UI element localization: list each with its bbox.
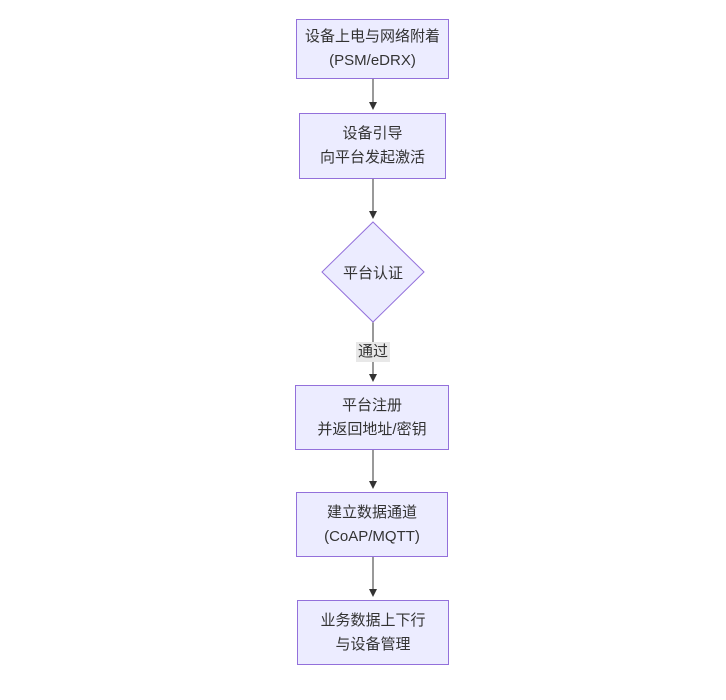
node-data-channel: 建立数据通道 (CoAP/MQTT) xyxy=(296,492,448,557)
node-text-line: 设备上电与网络附着 xyxy=(304,28,440,45)
node-power-attach: 设备上电与网络附着 (PSM/eDRX) xyxy=(296,19,449,79)
node-platform-register: 平台注册 并返回地址/密钥 xyxy=(295,385,449,450)
node-text-line: (CoAP/MQTT) xyxy=(324,527,420,545)
node-text-line: 设备引导 xyxy=(342,125,403,142)
node-text-line: 与设备管理 xyxy=(335,635,411,653)
edge-label-pass: 通过 xyxy=(355,342,391,362)
node-text-line: 建立数据通道 xyxy=(326,503,417,521)
node-text-line: 并返回地址/密钥 xyxy=(317,420,427,438)
node-bootstrap: 设备引导 向平台发起激活 xyxy=(299,113,446,179)
node-text-line: 业务数据上下行 xyxy=(320,611,426,629)
decision-platform-auth-label: 平台认证 xyxy=(342,264,403,282)
node-business-data: 业务数据上下行 与设备管理 xyxy=(297,600,449,665)
node-text-line: (PSM/eDRX) xyxy=(329,52,416,69)
node-text-line: 向平台发起激活 xyxy=(319,149,425,166)
node-text-line: 平台注册 xyxy=(341,396,402,414)
decision-platform-auth-shape xyxy=(321,221,425,323)
